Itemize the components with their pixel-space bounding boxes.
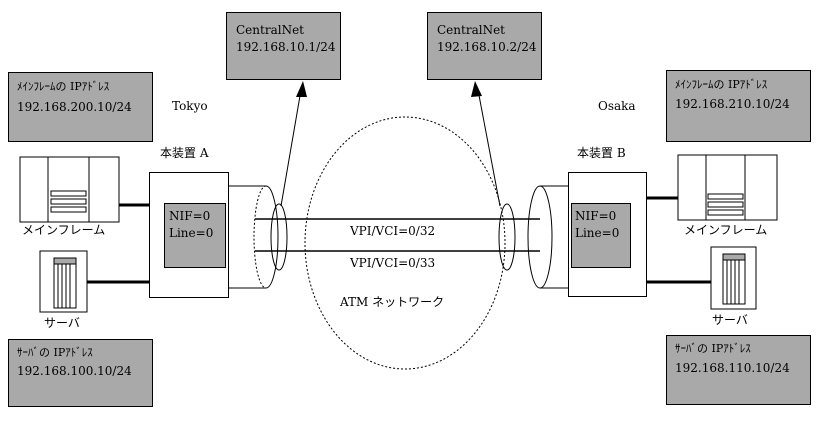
osaka-server-ip: 192.168.110.10/24 (675, 361, 790, 375)
centralnet-a-ip: 192.168.10.1/24 (236, 40, 336, 54)
osaka-centralnet-arrow (477, 89, 501, 207)
centralnet-a-name: CentralNet (236, 23, 304, 37)
tokyo-vc-ring (270, 203, 288, 271)
osaka-mainframe-ip-note: ﾒｲﾝﾌﾚｰﾑの IPｱﾄﾞﾚｽ 192.168.210.10/24 (666, 70, 811, 142)
osaka-site-label: Osaka (598, 99, 636, 113)
centralnet-b-name: CentralNet (437, 23, 505, 37)
osaka-arrowhead (471, 81, 482, 97)
osaka-mainframe-ip: 192.168.210.10/24 (675, 97, 790, 111)
osaka-tube (527, 185, 568, 289)
osaka-mainframe-icon (677, 154, 778, 221)
atm-network-label: ATM ネットワーク (340, 295, 445, 309)
tokyo-server-label: サーバ (44, 316, 80, 330)
tokyo-server-ip-label: ｻｰﾊﾞの IPｱﾄﾞﾚｽ (17, 346, 93, 359)
osaka-device: NIF=0 Line=0 (568, 172, 647, 297)
centralnet-a-box: CentralNet 192.168.10.1/24 (226, 12, 341, 80)
tokyo-mainframe-label: メインフレーム (22, 223, 106, 237)
osaka-nif-panel: NIF=0 Line=0 (571, 203, 631, 268)
tokyo-centralnet-arrow (280, 89, 302, 207)
tokyo-mainframe-ip-label: ﾒｲﾝﾌﾚｰﾑの IPｱﾄﾞﾚｽ (17, 80, 110, 93)
centralnet-b-box: CentralNet 192.168.10.2/24 (427, 12, 542, 80)
osaka-server-ip-note: ｻｰﾊﾞの IPｱﾄﾞﾚｽ 192.168.110.10/24 (666, 335, 811, 405)
pvc-label-1: VPI/VCI=0/32 (350, 224, 436, 238)
tokyo-server-icon (39, 250, 88, 313)
tokyo-arrowhead (296, 81, 307, 97)
osaka-nif: NIF=0 (575, 209, 617, 223)
tokyo-mainframe-icon (19, 156, 120, 223)
atm-network-cloud (304, 116, 506, 370)
osaka-server-ip-label: ｻｰﾊﾞの IPｱﾄﾞﾚｽ (675, 342, 751, 355)
tokyo-mainframe-ip: 192.168.200.10/24 (17, 100, 132, 114)
centralnet-b-ip: 192.168.10.2/24 (437, 40, 537, 54)
osaka-mainframe-label: メインフレーム (684, 223, 768, 237)
osaka-device-label: 本装置 B (577, 146, 626, 160)
osaka-server-label: サーバ (712, 313, 748, 327)
pvc-label-2: VPI/VCI=0/33 (350, 256, 436, 270)
osaka-server-icon (710, 246, 757, 310)
tokyo-tube (228, 185, 279, 289)
tokyo-site-label: Tokyo (172, 99, 208, 113)
tokyo-device-label: 本装置 A (160, 146, 209, 160)
osaka-line: Line=0 (575, 226, 620, 240)
tokyo-mainframe-ip-note: ﾒｲﾝﾌﾚｰﾑの IPｱﾄﾞﾚｽ 192.168.200.10/24 (8, 72, 153, 142)
osaka-vc-ring (498, 203, 516, 271)
tokyo-nif-panel: NIF=0 Line=0 (164, 203, 226, 268)
tokyo-nif: NIF=0 (169, 209, 211, 223)
osaka-mainframe-ip-label: ﾒｲﾝﾌﾚｰﾑの IPｱﾄﾞﾚｽ (675, 78, 768, 91)
tokyo-line: Line=0 (169, 226, 214, 240)
tokyo-device: NIF=0 Line=0 (149, 172, 229, 298)
tokyo-server-ip: 192.168.100.10/24 (17, 364, 132, 378)
tokyo-server-ip-note: ｻｰﾊﾞの IPｱﾄﾞﾚｽ 192.168.100.10/24 (8, 339, 153, 407)
